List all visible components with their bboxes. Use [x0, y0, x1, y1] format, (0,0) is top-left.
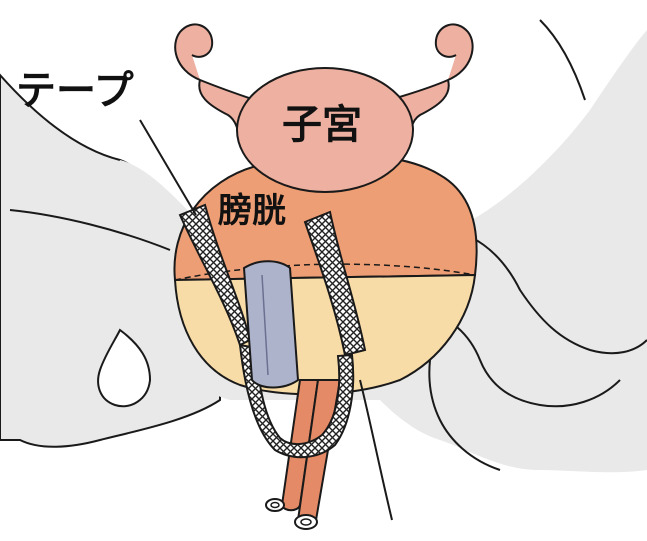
tape-label: テープ — [16, 68, 134, 114]
uterus-label: 子宮 — [282, 102, 362, 148]
uterus — [174, 23, 474, 193]
urethra — [242, 260, 300, 389]
tape-pointer-line — [139, 119, 197, 216]
bladder-label: 膀胱 — [218, 191, 286, 231]
mesh-tape — [178, 203, 367, 459]
